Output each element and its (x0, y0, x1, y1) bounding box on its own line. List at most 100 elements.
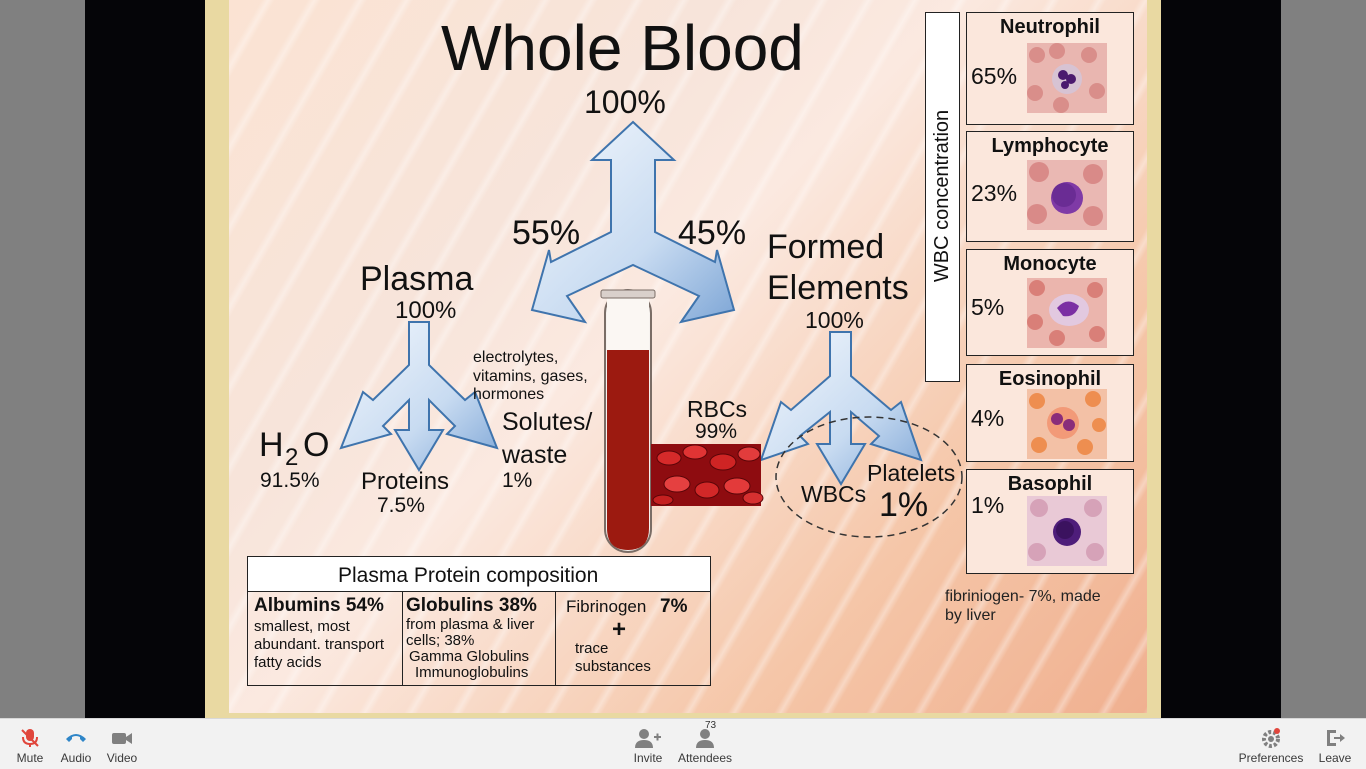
gear-icon (1262, 728, 1280, 748)
fibrinogen-note-2: by liver (945, 607, 996, 624)
plasma-label: Plasma (360, 260, 474, 298)
plasma-protein-header-cell: Plasma Protein composition (248, 557, 710, 592)
main-split-arrow (530, 120, 736, 324)
mute-button[interactable]: Mute (8, 719, 52, 769)
add-person-icon (635, 729, 661, 748)
attendees-label: Attendees (677, 751, 733, 765)
mute-label: Mute (16, 751, 44, 765)
test-tube-plasma (607, 292, 649, 350)
platelets-percent: 1% (879, 486, 929, 524)
wbc-percent: 5% (971, 294, 1005, 320)
albumins-line-1: smallest, most (254, 618, 350, 635)
slide-title: Whole Blood (441, 12, 804, 84)
wbc-percent: 1% (971, 492, 1005, 518)
preferences-button[interactable]: Preferences (1236, 719, 1306, 769)
formed-elements-label-1: Formed (767, 228, 885, 266)
video-camera-icon (112, 733, 132, 744)
fibrinogen-line-1: trace (575, 640, 609, 657)
preferences-label: Preferences (1238, 751, 1304, 765)
rbc-cells (652, 444, 764, 506)
globulins-cell: Globulins 38% from plasma & liver cells;… (403, 592, 556, 685)
formed-split-percent: 45% (678, 214, 747, 252)
attendee-count-badge: 73 (705, 720, 717, 731)
water-label-sub: 2 (285, 444, 299, 471)
wbc-card-neutrophil: Neutrophil 65% (966, 12, 1134, 125)
attendees-button[interactable]: 73 Attendees (674, 719, 736, 769)
plasma-split-percent: 55% (512, 214, 581, 252)
rbcs-label: RBCs (687, 396, 748, 422)
water-label-o: O (303, 426, 330, 464)
shared-slide: Whole Blood 100% (229, 0, 1147, 713)
leave-button[interactable]: Leave (1314, 719, 1356, 769)
solutes-examples-2: vitamins, gases, (473, 368, 588, 385)
plasma-percent: 100% (395, 297, 457, 324)
solutes-label-2: waste (502, 441, 568, 469)
solutes-examples-3: hormones (473, 386, 545, 403)
wbc-percent: 23% (971, 180, 1018, 206)
globulins-line-1: from plasma & liver (406, 616, 535, 633)
wbc-name: Eosinophil (998, 368, 1102, 390)
globulins-line-2: cells; 38% (406, 632, 475, 649)
fibrinogen-plus: + (612, 616, 627, 643)
video-label: Video (106, 751, 138, 765)
platelets-label: Platelets (867, 460, 956, 486)
water-percent: 91.5% (260, 469, 320, 492)
invite-button[interactable]: Invite (626, 719, 670, 769)
solutes-label-1: Solutes/ (502, 408, 593, 436)
solutes-percent: 1% (502, 469, 533, 492)
wbc-name: Monocyte (1003, 253, 1097, 275)
rbcs-percent: 99% (695, 420, 738, 443)
wbc-name: Neutrophil (1000, 16, 1100, 38)
proteins-label: Proteins (361, 468, 450, 495)
plasma-protein-table: Plasma Protein composition Albumins 54% … (247, 556, 711, 686)
fibrinogen-title-pct: 7% (660, 596, 688, 617)
wbc-card-basophil: Basophil 1% (966, 469, 1134, 574)
fibrinogen-line-2: substances (575, 658, 651, 675)
audio-button[interactable]: Audio (56, 719, 96, 769)
leukocyte-platelet-ellipse (775, 416, 963, 538)
monocyte-micrograph (1027, 278, 1107, 348)
meeting-toolbar: Mute Audio Video Invite 73 Attendees (0, 718, 1366, 769)
wbc-card-lymphocyte: Lymphocyte 23% (966, 131, 1134, 242)
albumins-line-3: fatty acids (254, 654, 322, 671)
wbc-percent: 65% (971, 63, 1018, 89)
phone-icon (66, 734, 86, 742)
wbc-name: Lymphocyte (991, 135, 1109, 157)
test-tube-rim (600, 289, 656, 299)
albumins-title: Albumins 54% (254, 595, 384, 616)
invite-label: Invite (633, 751, 663, 765)
lymphocyte-micrograph (1027, 160, 1107, 230)
wbc-name: Basophil (1007, 473, 1093, 495)
wbc-percent: 4% (971, 405, 1005, 431)
plasma-protein-header: Plasma Protein composition (338, 564, 599, 587)
microphone-muted-icon (21, 729, 39, 747)
wbc-card-monocyte: Monocyte 5% (966, 249, 1134, 356)
eosinophil-micrograph (1027, 389, 1107, 459)
solutes-examples-1: electrolytes, (473, 349, 559, 366)
wbcs-label: WBCs (801, 481, 867, 507)
leave-label: Leave (1318, 751, 1352, 765)
globulins-title: Globulins 38% (406, 595, 537, 616)
flow-arrows (339, 120, 963, 553)
wbc-card-eosinophil: Eosinophil 4% (966, 364, 1134, 462)
globulins-line-4: Immunoglobulins (415, 664, 529, 681)
fibrinogen-title-word: Fibrinogen (566, 597, 647, 616)
proteins-percent: 7.5% (377, 494, 425, 517)
formed-elements-label-2: Elements (767, 269, 909, 307)
globulins-line-3: Gamma Globulins (409, 648, 530, 665)
wbc-concentration-label: WBC concentration (931, 109, 953, 283)
wbc-concentration-box (925, 12, 960, 382)
formed-elements-percent: 100% (805, 307, 864, 333)
audio-label: Audio (60, 751, 92, 765)
exit-icon (1327, 730, 1345, 746)
neutrophil-micrograph (1027, 43, 1107, 113)
albumins-cell: Albumins 54% smallest, most abundant. tr… (248, 592, 403, 685)
formed-elements-split-arrow (759, 331, 923, 486)
person-icon (696, 729, 714, 748)
albumins-line-2: abundant. transport (254, 636, 385, 653)
fibrinogen-note-1: fibriniogen- 7%, made (945, 588, 1101, 605)
fibrinogen-cell: Fibrinogen 7% + trace substances (556, 592, 710, 685)
test-tube-blood (607, 350, 649, 550)
basophil-micrograph (1027, 496, 1107, 566)
video-button[interactable]: Video (102, 719, 142, 769)
